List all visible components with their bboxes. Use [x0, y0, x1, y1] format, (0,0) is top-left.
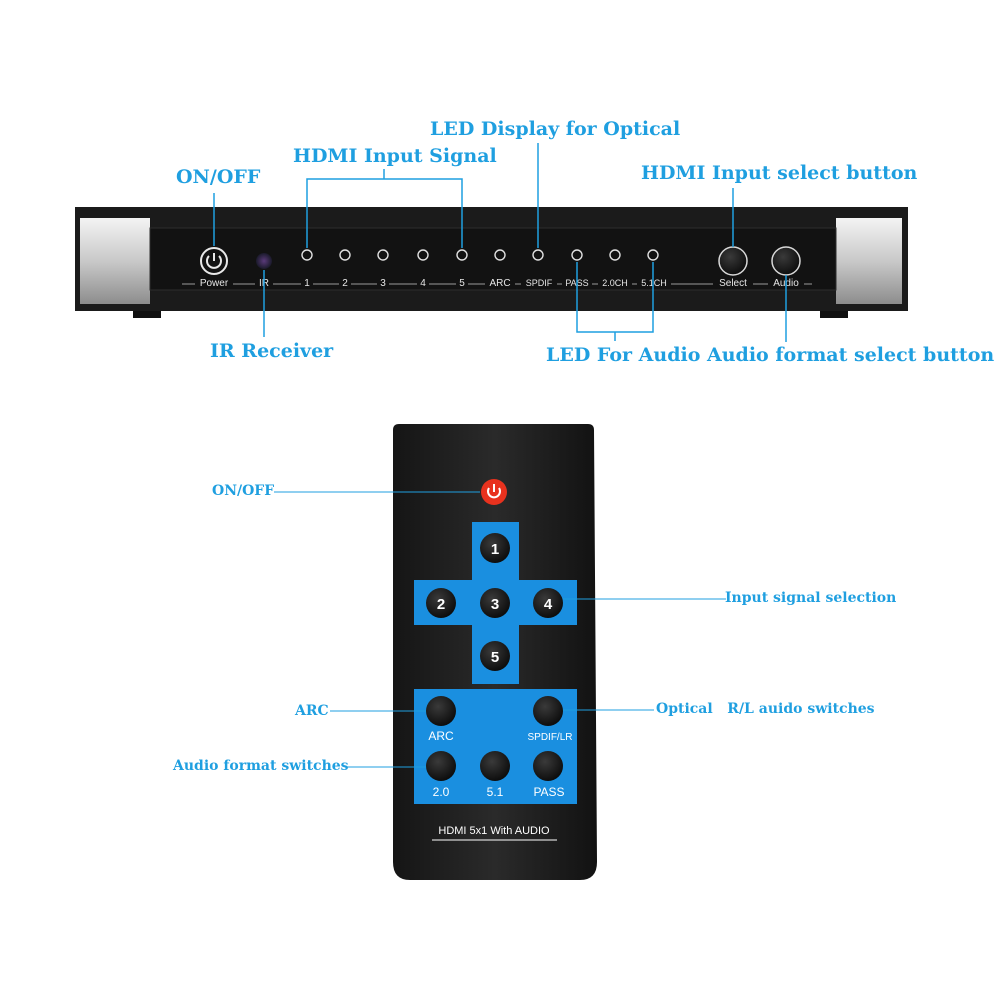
panel-label-5-1ch: 5.1CH [641, 278, 667, 288]
switcher-foot-right [820, 311, 848, 318]
power-icon [206, 255, 222, 269]
hdmi-switcher: Power IR 1 2 3 4 5 ARC SPDIF PASS 2.0CH … [75, 207, 908, 318]
panel-label-3: 3 [380, 278, 386, 289]
led-spdif [532, 249, 544, 261]
led-arc [494, 249, 506, 261]
remote-button-2-label: 2 [437, 596, 445, 613]
remote-callout-lines [274, 491, 726, 768]
panel-label-2-0ch: 2.0CH [602, 278, 628, 288]
remote-button-5-label: 5 [491, 649, 499, 666]
remote-button-4[interactable] [533, 588, 563, 618]
panel-label-arc: ARC [489, 278, 510, 289]
remote-button-1[interactable] [480, 533, 510, 563]
remote-arc-label: ARC [428, 729, 454, 743]
led-pass [571, 249, 583, 261]
remote-spdif-lr-label: SPDIF/LR [527, 732, 572, 743]
remote-callout-audio-format: Audio format switches [173, 758, 349, 774]
panel-label-1: 1 [304, 278, 310, 289]
panel-label-5: 5 [459, 278, 465, 289]
remote-5-1-button[interactable] [480, 751, 510, 781]
switcher-foot-left [133, 311, 161, 318]
led-input-4 [417, 249, 429, 261]
led-input-3 [377, 249, 389, 261]
remote-spdif-lr-button[interactable] [533, 696, 563, 726]
led-5-1ch [647, 249, 659, 261]
callout-audio-format-select: Audio format select button [707, 344, 995, 366]
led-input-2 [339, 249, 351, 261]
panel-label-power: Power [200, 278, 229, 289]
led-input-5 [456, 249, 468, 261]
audio-button[interactable] [771, 246, 801, 276]
panel-label-2: 2 [342, 278, 348, 289]
callout-led-display-optical: LED Display for Optical [430, 118, 681, 140]
callout-hdmi-input-select: HDMI Input select button [641, 162, 918, 184]
remote-button-5[interactable] [480, 641, 510, 671]
remote-button-2[interactable] [426, 588, 456, 618]
callout-on-off: ON/OFF [176, 166, 261, 188]
remote-control: 1 2 3 4 5 ARC SPDIF/LR 2.0 5.1 PASS HDMI… [393, 424, 597, 880]
remote-callout-arc: ARC [295, 703, 329, 719]
remote-2-0-label: 2.0 [433, 785, 450, 799]
remote-button-3[interactable] [480, 588, 510, 618]
remote-power-icon [487, 487, 501, 499]
switcher-callout-lines [213, 143, 787, 342]
remote-pass-label: PASS [533, 785, 564, 799]
panel-label-select: Select [719, 278, 747, 289]
select-button[interactable] [718, 246, 748, 276]
remote-callout-on-off: ON/OFF [212, 483, 275, 499]
power-button[interactable] [200, 247, 228, 275]
remote-arc-button[interactable] [426, 696, 456, 726]
remote-button-3-label: 3 [491, 596, 499, 613]
remote-callout-input-selection: Input signal selection [725, 590, 897, 606]
remote-pass-button[interactable] [533, 751, 563, 781]
led-input-1 [301, 249, 313, 261]
callout-ir-receiver: IR Receiver [210, 340, 334, 362]
remote-5-1-label: 5.1 [487, 785, 504, 799]
remote-callout-optical-rl: Optical R/L auido switches [656, 701, 875, 717]
ir-receiver-window [256, 253, 272, 269]
panel-label-spdif: SPDIF [526, 278, 553, 288]
panel-label-4: 4 [420, 278, 426, 289]
remote-button-1-label: 1 [491, 541, 499, 558]
led-2-0ch [609, 249, 621, 261]
callout-hdmi-input-signal: HDMI Input Signal [293, 145, 497, 167]
remote-2-0-button[interactable] [426, 751, 456, 781]
remote-button-4-label: 4 [544, 596, 553, 613]
remote-model-label: HDMI 5x1 With AUDIO [438, 825, 550, 837]
switcher-chrome-left [80, 218, 150, 304]
callout-led-for-audio: LED For Audio [546, 344, 701, 366]
switcher-chrome-right [836, 218, 902, 304]
